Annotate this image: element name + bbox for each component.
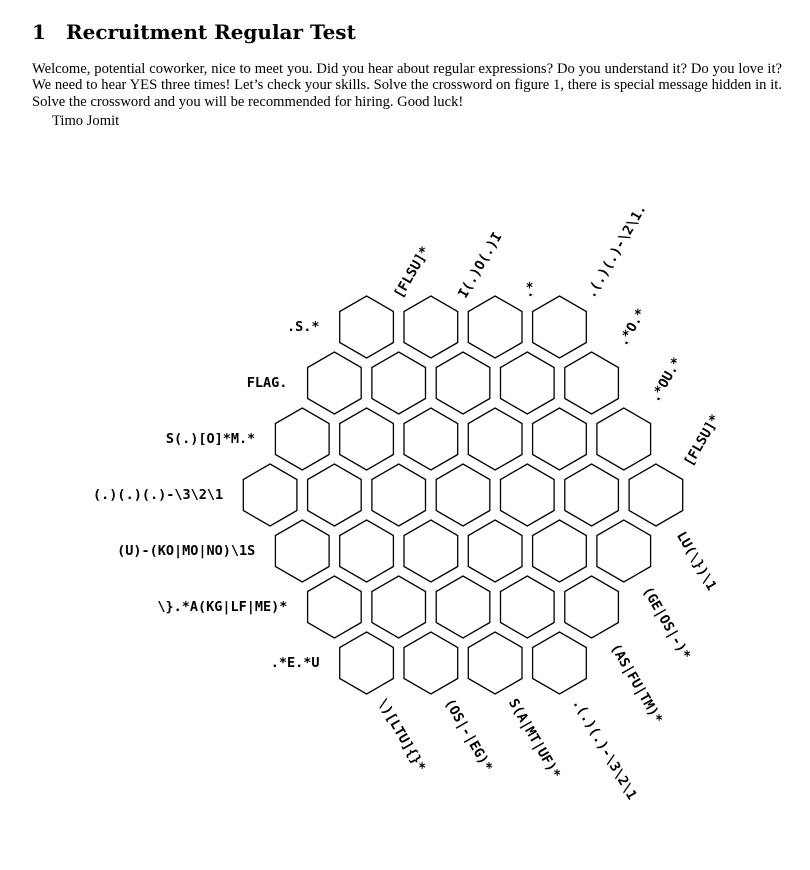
hex-cell-r3-c5[interactable] — [564, 463, 620, 527]
hex-cell-r6-c2[interactable] — [467, 631, 523, 695]
top-clue-6: [FLSU]* — [681, 412, 723, 469]
left-clue-5: \}.*A(KG|LF|ME)* — [157, 599, 287, 615]
section-number: 1 — [32, 20, 46, 44]
left-clue-0: .S.* — [287, 319, 320, 335]
hex-cell-r2-c4[interactable] — [531, 407, 587, 471]
hex-cell-r3-c0[interactable] — [242, 463, 298, 527]
left-clue-3: (.)(.)(.)-\3\2\1 — [93, 487, 223, 503]
hex-cell-r5-c3[interactable] — [499, 575, 555, 639]
hex-cell-r1-c4[interactable] — [564, 351, 620, 415]
hex-cell-r4-c4[interactable] — [531, 519, 587, 583]
top-clue-2: .* — [519, 279, 541, 301]
left-clue-6: .*E.*U — [271, 655, 320, 671]
signature: Timo Jomit — [52, 113, 120, 129]
hex-cell-r5-c4[interactable] — [564, 575, 620, 639]
hex-cell-r1-c2[interactable] — [435, 351, 491, 415]
top-clue-1: I(.)O(.)I — [455, 230, 505, 301]
hex-cell-r4-c1[interactable] — [339, 519, 395, 583]
bottom-clue-5: (GE|OS|-)* — [639, 584, 693, 662]
hex-cell-r0-c1[interactable] — [403, 295, 459, 359]
hex-cell-r4-c0[interactable] — [274, 519, 330, 583]
hex-cell-r5-c0[interactable] — [306, 575, 362, 639]
hex-cell-r3-c4[interactable] — [499, 463, 555, 527]
top-clue-4: .*O.* — [615, 306, 649, 349]
left-clue-4: (U)-(KO|MO|NO)\1S — [117, 543, 255, 559]
top-clue-0: [FLSU]* — [391, 244, 433, 301]
bottom-clue-6: LU(\})\1 — [673, 529, 719, 593]
section-title: Recruitment Regular Test — [66, 20, 356, 44]
left-clue-2: S(.)[O]*M.* — [166, 431, 255, 447]
hex-cell-r1-c1[interactable] — [371, 351, 427, 415]
hex-cell-r5-c2[interactable] — [435, 575, 491, 639]
hex-cell-r3-c6[interactable] — [628, 463, 684, 527]
hex-cell-r2-c0[interactable] — [274, 407, 330, 471]
intro-paragraph: Welcome, potential coworker, nice to mee… — [32, 61, 782, 110]
hex-cell-r3-c2[interactable] — [371, 463, 427, 527]
hex-cell-r1-c3[interactable] — [499, 351, 555, 415]
hex-cell-r0-c0[interactable] — [339, 295, 395, 359]
hex-cell-r2-c2[interactable] — [403, 407, 459, 471]
hex-cell-r2-c1[interactable] — [339, 407, 395, 471]
hex-cell-r2-c5[interactable] — [596, 407, 652, 471]
bottom-clue-4: (AS|FU|TM)* — [607, 641, 666, 726]
section-heading: 1 Recruitment Regular Test — [32, 20, 356, 44]
left-clue-1: FLAG. — [247, 375, 288, 391]
hex-cell-r4-c2[interactable] — [403, 519, 459, 583]
hex-cell-r1-c0[interactable] — [306, 351, 362, 415]
hex-cell-r3-c1[interactable] — [306, 463, 362, 527]
hex-cell-r0-c3[interactable] — [531, 295, 587, 359]
top-clue-3: .(.)(.)-\2\1. — [583, 201, 650, 301]
hex-cell-r3-c3[interactable] — [435, 463, 491, 527]
bottom-clue-1: (OS|-|EG)* — [441, 696, 495, 774]
hex-cell-r4-c5[interactable] — [596, 519, 652, 583]
hex-cell-r4-c3[interactable] — [467, 519, 523, 583]
hex-cell-r6-c3[interactable] — [531, 631, 587, 695]
top-clue-5: .*OU.* — [647, 355, 685, 405]
bottom-clue-3: .(.)(.)-\3\2\1 — [569, 696, 640, 803]
hex-cell-r0-c2[interactable] — [467, 295, 523, 359]
bottom-clue-2: S(A|MT|UF)* — [505, 696, 564, 781]
hex-cell-r2-c3[interactable] — [467, 407, 523, 471]
bottom-clue-0: \)[LTU]{}* — [374, 696, 428, 774]
hex-cell-r6-c1[interactable] — [403, 631, 459, 695]
hex-cell-r5-c1[interactable] — [371, 575, 427, 639]
hex-cell-r6-c0[interactable] — [339, 631, 395, 695]
